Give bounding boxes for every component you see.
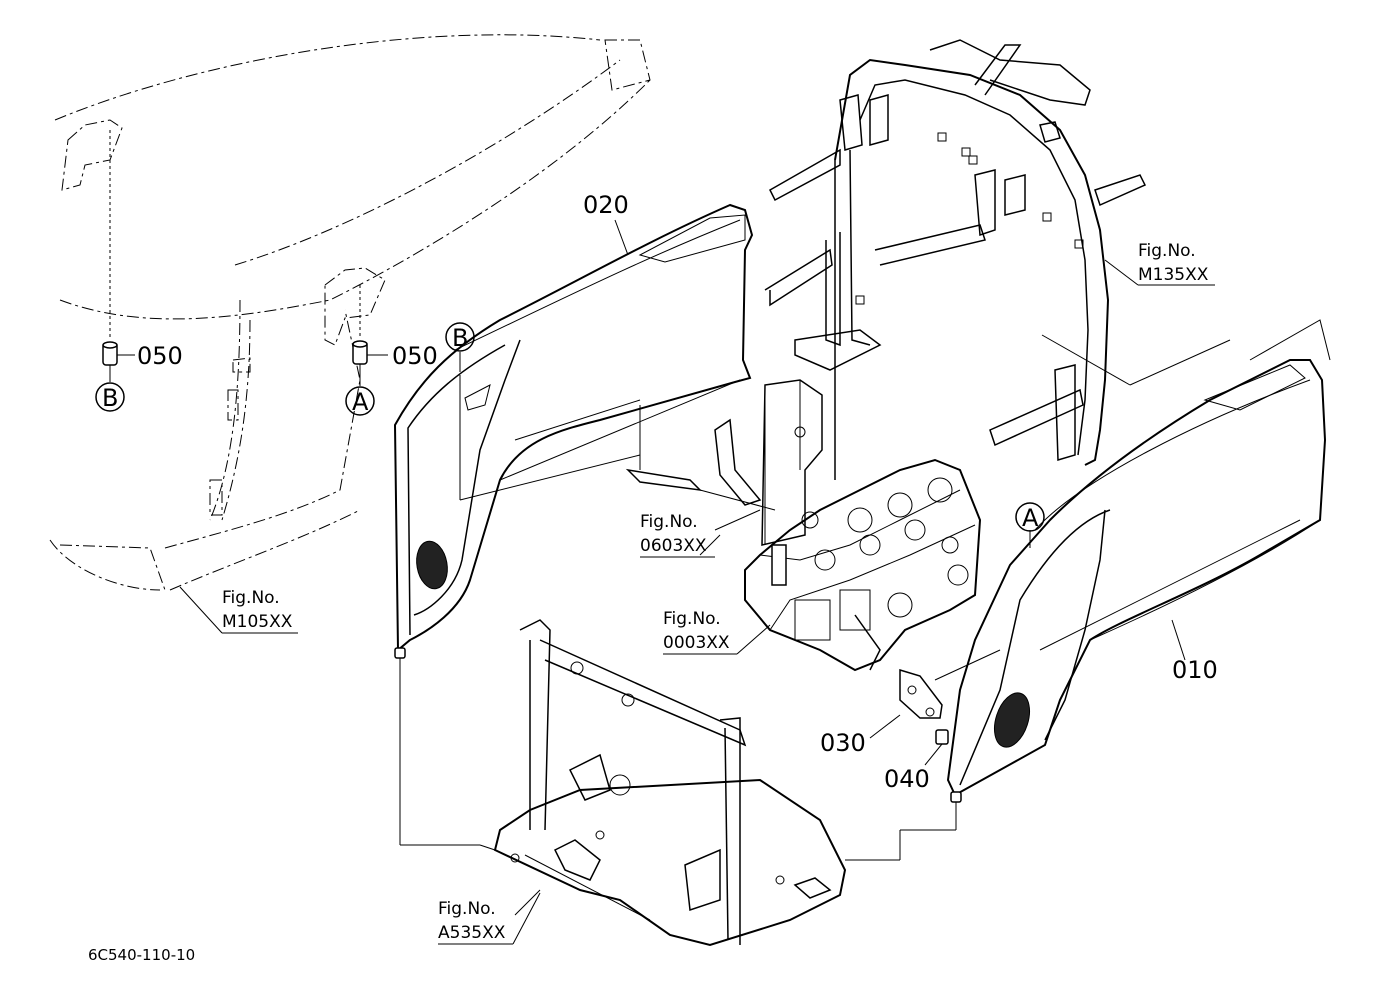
bolt-040 bbox=[924, 729, 949, 766]
callout-b-left bbox=[95, 382, 125, 412]
hood-outline bbox=[49, 34, 651, 591]
ref-m105-code: M105XX bbox=[222, 612, 293, 632]
ref-a535-label: Fig.No. bbox=[438, 899, 496, 919]
ref-0003-label: Fig.No. bbox=[663, 609, 721, 629]
callout-letter-a-left: A bbox=[352, 388, 369, 416]
ref-m135: Fig.No. M135XX bbox=[1138, 241, 1209, 285]
ref-m135-code: M135XX bbox=[1138, 265, 1209, 285]
ref-0603-code: 0603XX bbox=[640, 536, 707, 556]
ref-m105: Fig.No. M105XX bbox=[179, 586, 298, 634]
part-label-050-left: 050 bbox=[137, 342, 183, 370]
callout-a-left bbox=[345, 386, 375, 416]
side-panel-020 bbox=[393, 203, 754, 846]
ref-a535-code: A535XX bbox=[438, 923, 506, 943]
callout-letter-a-panel: A bbox=[1022, 504, 1039, 532]
base-frame-a535 bbox=[479, 619, 901, 947]
part-label-020: 020 bbox=[583, 191, 629, 219]
callout-letter-b-left: B bbox=[102, 384, 118, 412]
ref-0603: Fig.No. 0603XX bbox=[640, 512, 715, 558]
ref-m105-label: Fig.No. bbox=[222, 588, 280, 608]
callout-b-panel bbox=[445, 322, 475, 352]
spacer-050-right bbox=[345, 285, 388, 416]
ref-0003: Fig.No. 0003XX bbox=[663, 609, 771, 655]
ref-0003-code: 0003XX bbox=[663, 633, 730, 653]
part-label-010: 010 bbox=[1172, 656, 1218, 684]
side-panel-010 bbox=[900, 319, 1331, 831]
spacer-050-left bbox=[95, 130, 135, 412]
part-label-040: 040 bbox=[884, 765, 930, 793]
callout-a-panel bbox=[1015, 502, 1045, 532]
ref-a535: Fig.No. A535XX bbox=[438, 892, 541, 945]
callout-letter-b-panel: B bbox=[452, 324, 468, 352]
ref-0603-label: Fig.No. bbox=[640, 512, 698, 532]
frame-m135 bbox=[764, 39, 1231, 480]
part-label-050-right: 050 bbox=[392, 342, 438, 370]
part-label-030: 030 bbox=[820, 729, 866, 757]
bracket-0603 bbox=[625, 379, 823, 556]
engine-0003 bbox=[744, 458, 982, 672]
bracket-030 bbox=[869, 649, 1001, 739]
drawing-number: 6C540-110-10 bbox=[88, 946, 195, 964]
ref-m135-label: Fig.No. bbox=[1138, 241, 1196, 261]
